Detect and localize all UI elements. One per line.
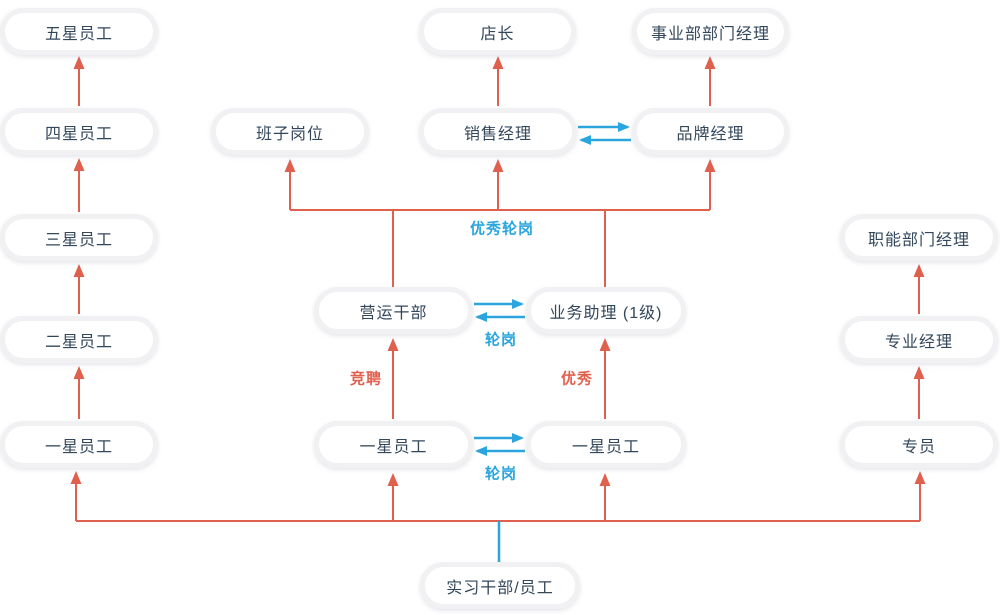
node-label: 品牌经理 <box>676 125 745 143</box>
node-operations-cadre[interactable]: 营运干部 <box>314 287 473 334</box>
node-five-star-employee[interactable]: 五星员工 <box>0 8 158 55</box>
node-label: 实习干部/员工 <box>446 579 554 597</box>
edge-label-compete-for-post: 竞聘 <box>349 370 383 388</box>
node-functional-dept-manager[interactable]: 职能部门经理 <box>840 214 998 261</box>
node-label: 店长 <box>480 25 515 43</box>
node-label: 三星员工 <box>44 231 113 249</box>
node-sales-manager[interactable]: 销售经理 <box>419 108 577 155</box>
node-team-position[interactable]: 班子岗位 <box>211 108 369 155</box>
node-brand-manager[interactable]: 品牌经理 <box>632 108 789 155</box>
node-business-assistant-l1[interactable]: 业务助理 (1级) <box>526 287 686 334</box>
node-professional-manager[interactable]: 专业经理 <box>840 316 998 363</box>
node-label: 一星员工 <box>44 438 113 456</box>
node-label: 五星员工 <box>44 25 113 43</box>
node-one-star-employee-mid-right[interactable]: 一星员工 <box>526 421 686 468</box>
edge-label-excellent: 优秀 <box>560 370 594 388</box>
node-four-star-employee[interactable]: 四星员工 <box>0 108 158 155</box>
node-one-star-employee-left[interactable]: 一星员工 <box>0 421 158 468</box>
node-label: 业务助理 (1级) <box>549 304 663 322</box>
node-label: 营运干部 <box>359 304 428 322</box>
edge-label-excellent-rotation: 优秀轮岗 <box>469 220 535 238</box>
node-label: 一星员工 <box>571 438 640 456</box>
node-division-dept-manager[interactable]: 事业部部门经理 <box>632 8 789 55</box>
node-label: 职能部门经理 <box>867 231 970 249</box>
node-label: 班子岗位 <box>255 125 324 143</box>
node-store-manager[interactable]: 店长 <box>419 8 576 55</box>
node-label: 专业经理 <box>884 333 953 351</box>
node-label: 四星员工 <box>44 125 113 143</box>
node-three-star-employee[interactable]: 三星员工 <box>0 214 158 261</box>
node-specialist[interactable]: 专员 <box>840 421 998 468</box>
node-intern-staff[interactable]: 实习干部/员工 <box>420 562 580 609</box>
edge-label-rotation-bottom: 轮岗 <box>484 465 518 483</box>
node-label: 二星员工 <box>44 333 113 351</box>
node-two-star-employee[interactable]: 二星员工 <box>0 316 158 363</box>
node-label: 一星员工 <box>359 438 428 456</box>
node-label: 销售经理 <box>463 125 532 143</box>
rotation-arrows-group <box>474 122 631 562</box>
node-one-star-employee-mid-left[interactable]: 一星员工 <box>314 421 473 468</box>
edge-label-rotation-middle: 轮岗 <box>484 331 518 349</box>
node-label: 事业部部门经理 <box>650 25 770 43</box>
node-label: 专员 <box>901 438 936 456</box>
